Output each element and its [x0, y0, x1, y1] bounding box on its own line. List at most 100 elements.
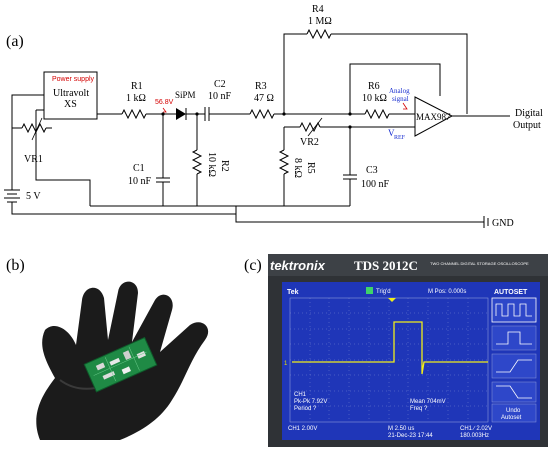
vr1-label: VR1	[24, 154, 43, 165]
power-supply-box	[43, 71, 98, 120]
scope-trig-status: Trig'd	[376, 289, 391, 295]
c3-value: 100 nF	[361, 179, 390, 190]
pcb-board	[83, 336, 158, 393]
trig-indicator-icon	[366, 287, 373, 294]
resistor-r5	[278, 149, 290, 175]
analog-signal-label-1: Analog	[389, 87, 410, 95]
power-supply-label: Power supply	[52, 76, 95, 83]
battery-label: 5 V	[26, 191, 41, 202]
meas-channel: CH1	[294, 392, 307, 398]
c1-value: 10 nF	[128, 176, 152, 187]
digital-output-label-2: Output	[513, 120, 541, 131]
sipm-label: SiPM	[175, 90, 196, 100]
meas-pk-pk: Pk-Pk 7.92V	[294, 399, 327, 405]
ch1-marker: 1	[284, 361, 288, 367]
autoset-option-pulse[interactable]	[491, 325, 537, 351]
capacitor-c1	[156, 177, 170, 183]
bias-arrow-icon	[162, 107, 167, 113]
c2-label: C2	[214, 79, 226, 90]
r4-value: 1 MΩ	[308, 16, 332, 27]
r1-label: R1	[131, 81, 143, 92]
c2-value: 10 nF	[208, 91, 232, 102]
circuit-diagram: (a) Power supply Ultravolt XS R1 1 kΩ 56…	[4, 4, 543, 229]
time-scale: M 2.50 us	[388, 426, 414, 432]
wire	[35, 110, 91, 206]
sipm-diode-icon	[176, 108, 186, 120]
wire	[349, 63, 441, 114]
panel-c-label: (c)	[244, 257, 262, 274]
wire	[283, 33, 307, 114]
c1-label: C1	[133, 163, 145, 174]
r2-value: 10 kΩ	[206, 152, 217, 177]
wire	[331, 33, 468, 114]
undo-label-2: Autoset	[501, 415, 522, 421]
comparator-label: MAX987	[416, 112, 451, 122]
c3-label: C3	[366, 165, 378, 176]
battery-5v	[4, 189, 20, 203]
bias-voltage: 56.8V	[155, 99, 174, 106]
resistor-r3	[249, 108, 275, 120]
scope-model-sub: TWO CHANNEL DIGITAL STORAGE OSCILLOSCOPE	[430, 261, 529, 266]
trigger-position-icon	[388, 298, 396, 302]
power-supply-name-1: Ultravolt	[53, 88, 89, 99]
capacitor-c2	[204, 107, 210, 121]
scope-waveform	[292, 321, 488, 375]
rising-edge-icon	[496, 359, 532, 373]
r6-value: 10 kΩ	[362, 93, 387, 104]
vref-label: V	[388, 128, 395, 138]
r6-label: R6	[368, 81, 380, 92]
vref-subscript: REF	[394, 135, 406, 141]
meas-freq: Freq ?	[410, 406, 428, 412]
analog-signal-label-2: signal	[392, 95, 409, 103]
scope-header	[268, 254, 548, 276]
scope-date: 21-Dec-23 17:44	[388, 433, 433, 439]
vr2-label: VR2	[300, 137, 319, 148]
r5-label: R5	[305, 162, 316, 174]
glove-pcb-photo: (b)	[6, 257, 209, 440]
meas-mean: Mean 704mV	[410, 399, 446, 405]
digital-output-label-1: Digital	[515, 108, 543, 119]
wire	[170, 108, 205, 120]
scope-tek-label: Tek	[287, 289, 299, 296]
autoset-title: AUTOSET	[494, 289, 528, 296]
scope-mpos: M Pos: 0.000s	[428, 289, 466, 295]
vr1-wiper-icon	[31, 117, 43, 141]
resistor-r4	[306, 28, 332, 40]
r1-value: 1 kΩ	[126, 93, 146, 104]
junction	[348, 125, 352, 129]
square-wave-icon	[495, 303, 532, 317]
undo-label-1: Undo	[506, 408, 521, 414]
r5-value: 8 kΩ	[292, 158, 303, 178]
potentiometer-vr1	[21, 122, 47, 134]
ground-icon	[483, 216, 489, 228]
gnd-label: GND	[492, 218, 514, 229]
vr2-wiper-icon	[307, 117, 323, 137]
r2-label: R2	[219, 160, 230, 172]
wire	[11, 94, 44, 190]
scope-brand: tektronix	[270, 258, 326, 273]
scope-model: TDS 2012C	[354, 258, 418, 273]
pulse-icon	[496, 331, 532, 345]
wire	[11, 202, 236, 215]
panel-a-label: (a)	[6, 33, 24, 50]
power-supply-name-2: XS	[64, 99, 77, 110]
signal-arrow-icon	[402, 102, 408, 110]
meas-period: Period ?	[294, 406, 317, 412]
capacitor-c3	[343, 174, 357, 180]
falling-edge-icon	[496, 385, 532, 399]
ch1-scale: CH1 2.00V	[288, 426, 317, 432]
junction	[348, 112, 352, 116]
r4-label: R4	[312, 4, 324, 15]
oscilloscope-photo: (c) tektronix TDS 2012C TWO CHANNEL DIGI…	[244, 254, 548, 447]
undo-autoset-button[interactable]	[491, 403, 537, 423]
trigger-level: CH1 ∕ 2.02V	[460, 425, 492, 432]
resistor-r6	[364, 108, 390, 120]
comparator-max987	[414, 96, 454, 137]
r3-value: 47 Ω	[254, 93, 274, 104]
panel-b-label: (b)	[6, 257, 25, 274]
resistor-r1	[121, 108, 147, 120]
resistor-r2	[191, 149, 203, 175]
frequency-readout: 180.003Hz	[460, 433, 489, 439]
r3-label: R3	[255, 81, 267, 92]
